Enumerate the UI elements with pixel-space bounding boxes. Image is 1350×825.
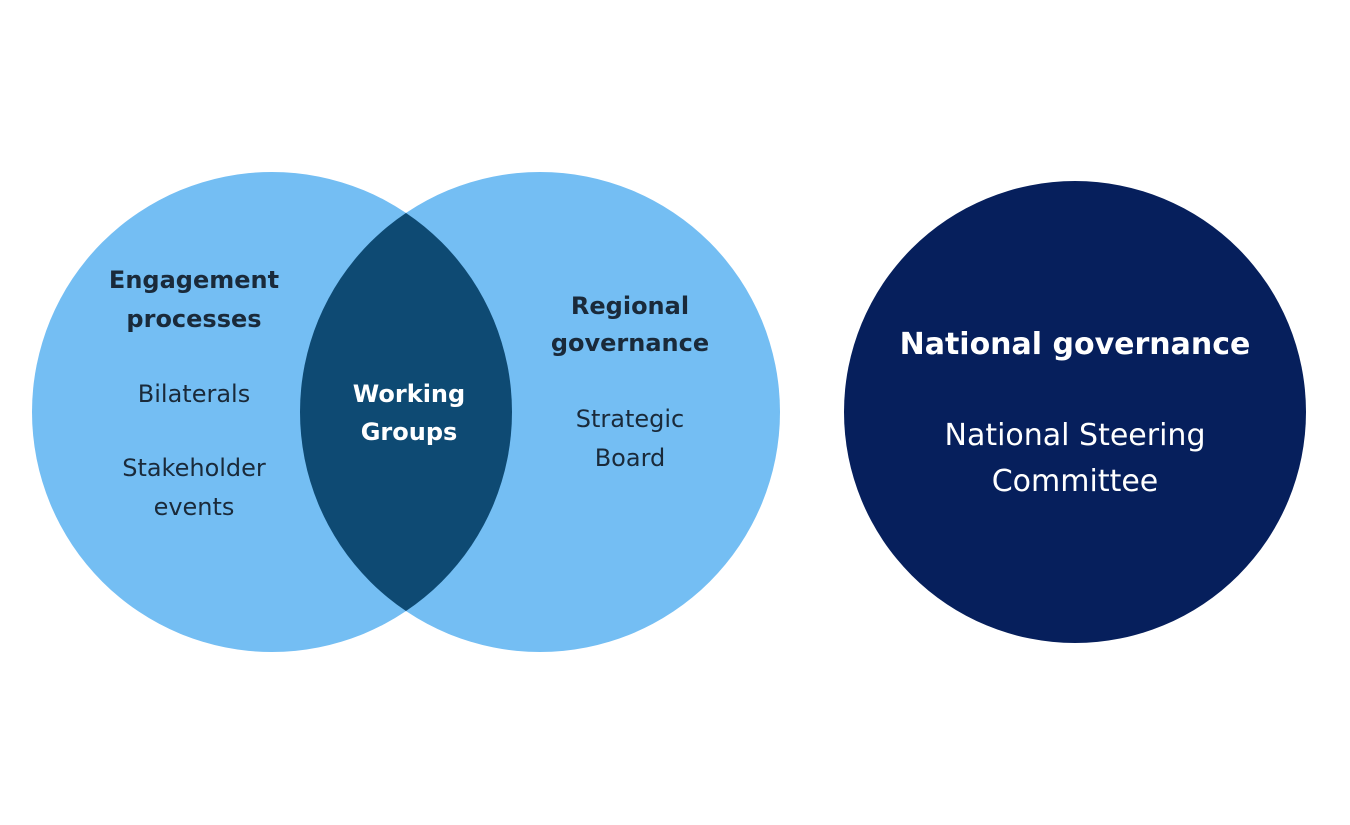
national-heading: National governance [900,327,1251,362]
national-steering-line1: National Steering [945,418,1206,453]
engagement-text-group: Engagement processes Bilaterals Stakehol… [109,266,279,521]
stakeholder-events-line1: Stakeholder [122,454,266,482]
regional-heading-line2: governance [551,329,709,357]
working-groups-line1: Working [353,380,465,408]
working-groups-text-group: Working Groups [353,380,465,446]
national-steering-line2: Committee [992,464,1159,499]
engagement-heading-line2: processes [126,305,261,333]
stakeholder-events-line2: events [154,493,235,521]
working-groups-line2: Groups [361,418,458,446]
strategic-board-line2: Board [595,444,666,472]
regional-heading-line1: Regional [571,292,689,320]
engagement-heading-line1: Engagement [109,266,279,294]
bilaterals-label: Bilaterals [138,380,250,408]
national-circle [844,181,1306,643]
regional-text-group: Regional governance Strategic Board [551,292,709,472]
national-text-group: National governance National Steering Co… [900,327,1251,499]
working-groups-overlap [300,172,512,652]
strategic-board-line1: Strategic [576,405,685,433]
